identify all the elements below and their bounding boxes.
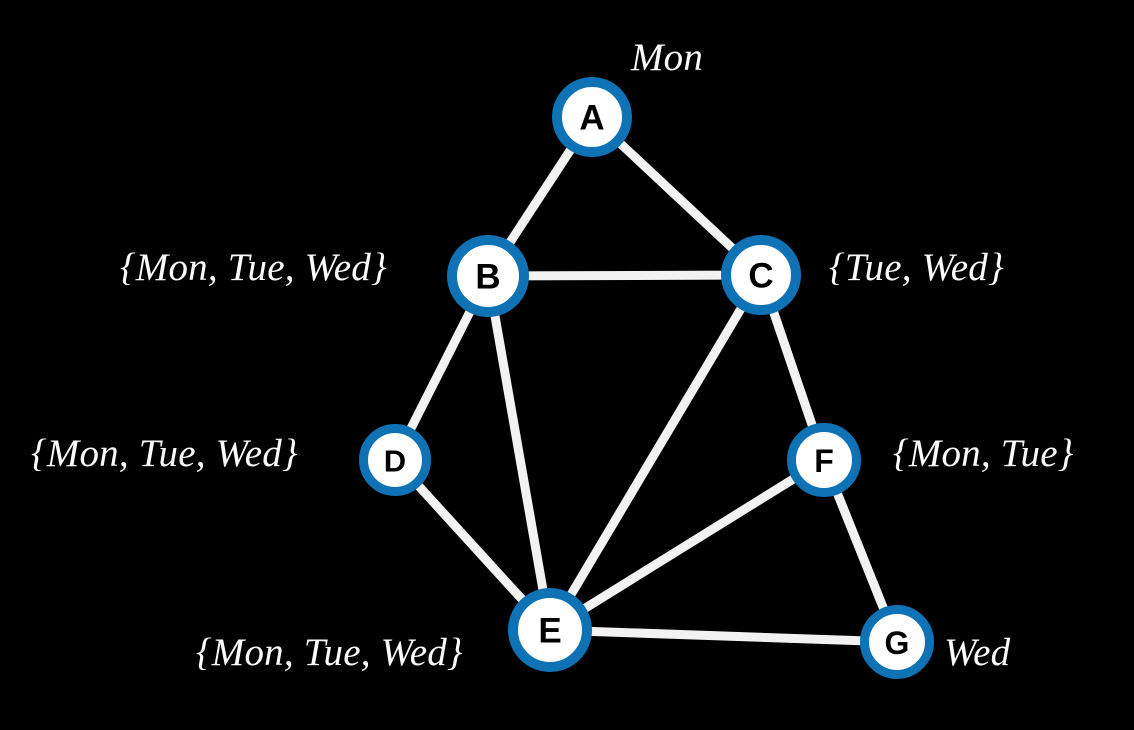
node-letter-g: G [885, 625, 910, 661]
node-letter-d: D [384, 444, 406, 479]
node-letter-e: E [538, 612, 561, 651]
node-circle-b [447, 235, 529, 317]
node-circle-e [508, 588, 592, 672]
domain-label-a: Mon [631, 36, 704, 79]
node-circle-a [552, 77, 632, 157]
domain-label-g: Wed [944, 631, 1011, 674]
node-circle-f [787, 423, 861, 497]
node-circle-d [359, 424, 431, 496]
node-layer: A B C D E F G [359, 77, 934, 679]
node-letter-c: C [748, 257, 773, 296]
graph-edge-b-e [483, 275, 555, 631]
node-circle-g [860, 605, 934, 679]
graph-node-c[interactable]: C [721, 235, 801, 315]
node-letter-a: A [579, 99, 604, 138]
graph-node-e[interactable]: E [508, 588, 592, 672]
graph-node-d[interactable]: D [359, 424, 431, 496]
graph-node-b[interactable]: B [447, 235, 529, 317]
graph-node-f[interactable]: F [787, 423, 861, 497]
graph-edge-b-c [487, 270, 762, 281]
domain-label-f: {Mon, Tue} [893, 432, 1074, 475]
domain-label-b: {Mon, Tue, Wed} [120, 246, 387, 289]
graph-edge-e-f [547, 456, 827, 634]
domain-label-d: {Mon, Tue, Wed} [31, 432, 298, 475]
domain-label-e: {Mon, Tue, Wed} [196, 631, 463, 674]
node-letter-f: F [814, 443, 834, 479]
graph-node-a[interactable]: A [552, 77, 632, 157]
domain-label-c: {Tue, Wed} [829, 246, 1004, 289]
node-circle-c [721, 235, 801, 315]
graph-node-g[interactable]: G [860, 605, 934, 679]
graph-edge-e-g [549, 625, 898, 647]
node-letter-b: B [475, 258, 500, 297]
edge-layer [390, 113, 902, 647]
graph-edge-c-e [546, 272, 765, 633]
